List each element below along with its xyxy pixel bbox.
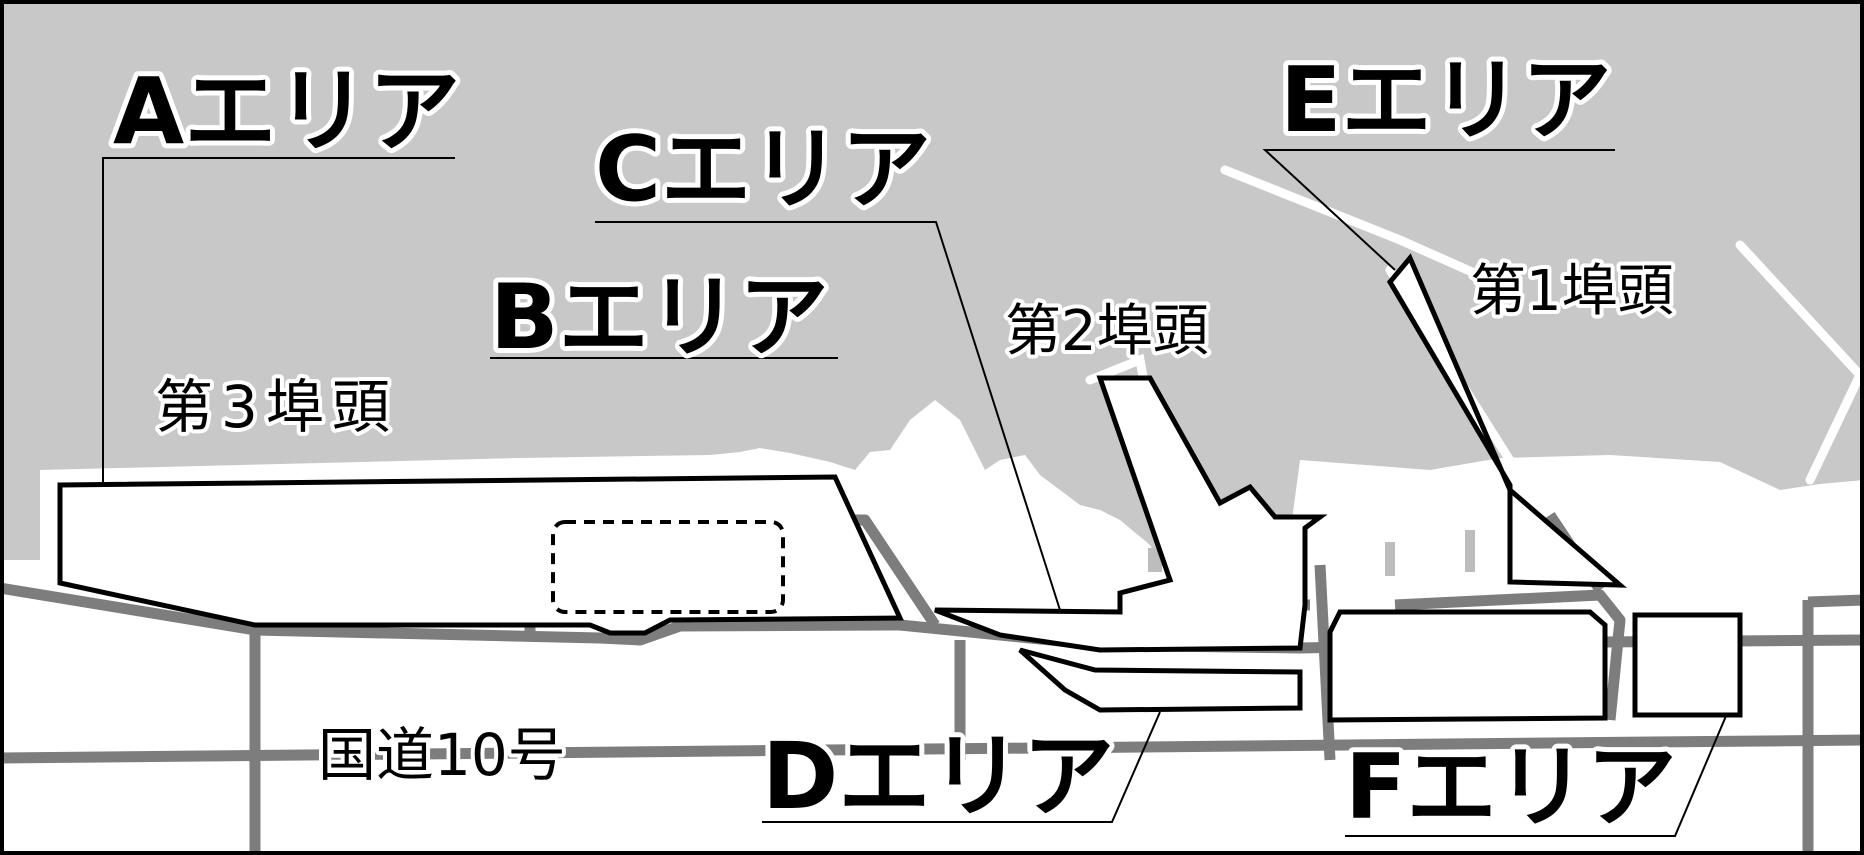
- area-a-label: Aエリア: [113, 58, 460, 165]
- leader-lines: [102, 149, 1727, 837]
- area-d-outline: [1018, 647, 1303, 713]
- area-c-label: Cエリア: [595, 117, 931, 222]
- area-b-outline: [551, 520, 785, 614]
- national-route-10: [0, 734, 1864, 764]
- leader-e: [1262, 149, 1615, 271]
- area-e-outline: [1386, 253, 1627, 588]
- pier-1-label: 第1埠頭: [1470, 259, 1674, 324]
- leader-d: [762, 711, 1161, 823]
- area-b-label: Bエリア: [490, 265, 829, 370]
- area-f-outline: [1327, 609, 1608, 723]
- leader-f: [1345, 715, 1727, 837]
- area-d-label: Dエリア: [762, 723, 1114, 830]
- area-c-outline: [934, 375, 1328, 653]
- area-e-label: Eエリア: [1280, 48, 1611, 153]
- national-route-10-label: 国道10号: [318, 721, 566, 789]
- pier-3-label: 第3埠頭: [155, 373, 398, 441]
- area-f-label: Fエリア: [1345, 735, 1676, 840]
- area-f-annex-outline: [1632, 612, 1743, 718]
- area-a-outline: [57, 474, 904, 636]
- leader-c: [595, 221, 1061, 611]
- leader-a: [102, 157, 455, 485]
- pier-2-label: 第2埠頭: [1005, 299, 1209, 364]
- area-outlines: [57, 253, 1743, 723]
